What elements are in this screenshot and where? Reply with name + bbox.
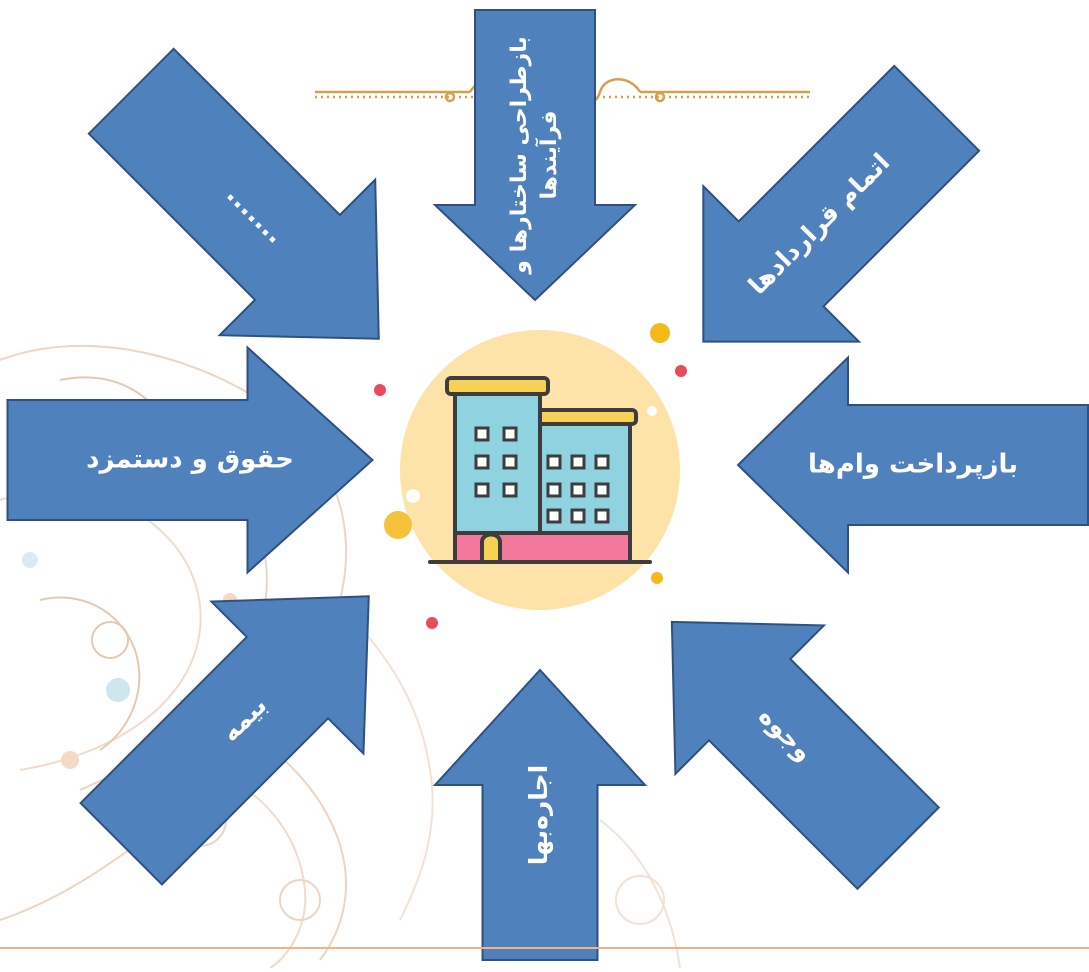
window-icon <box>546 454 562 470</box>
arrow-shape-bottom-left <box>79 595 370 886</box>
arrow-label-left: حقوق و دستمزد <box>86 445 294 475</box>
window-icon <box>474 482 490 498</box>
window-icon <box>546 508 562 524</box>
arrow-shape-left <box>6 345 374 575</box>
arrow-label-text: بازطراحی ساختارها و <box>507 36 532 274</box>
arrow-label-text: حقوق و دستمزد <box>86 445 294 475</box>
window-icon <box>502 482 518 498</box>
office-building-icon <box>374 323 687 629</box>
arrow-bottom <box>432 668 648 961</box>
arrow-shape-top-right <box>702 64 981 343</box>
arrow-bottom-left <box>79 595 370 886</box>
arrow-top-left <box>87 47 380 340</box>
arrow-label-bottom: اجاره‌بها <box>524 765 554 865</box>
arrow-left <box>6 345 374 575</box>
window-icon <box>570 482 586 498</box>
arrow-top <box>432 9 638 302</box>
window-icon <box>502 454 518 470</box>
window-icon <box>570 454 586 470</box>
arrow-shape-bottom <box>432 668 648 961</box>
window-icon <box>474 454 490 470</box>
window-icon <box>594 482 610 498</box>
arrow-shape-bottom-right <box>670 620 941 891</box>
arrow-shape-right <box>736 355 1089 575</box>
window-icon <box>594 508 610 524</box>
arrow-label-right: بازپرداخت وام‌ها <box>808 450 1018 480</box>
window-icon <box>502 426 518 442</box>
window-icon <box>594 454 610 470</box>
arrow-right <box>736 355 1089 575</box>
bottom-rule <box>0 947 1089 949</box>
window-icon <box>570 508 586 524</box>
arrow-top-right <box>702 64 981 343</box>
arrow-shape-top <box>432 9 638 302</box>
window-icon <box>546 482 562 498</box>
arrow-label-text: اجاره‌بها <box>524 765 554 865</box>
arrow-shape-top-left <box>87 47 380 340</box>
window-icon <box>474 426 490 442</box>
arrow-label-text: بازپرداخت وام‌ها <box>808 450 1018 480</box>
arrow-label-text: فرآیندها <box>534 110 562 199</box>
arrow-bottom-right <box>670 620 941 891</box>
